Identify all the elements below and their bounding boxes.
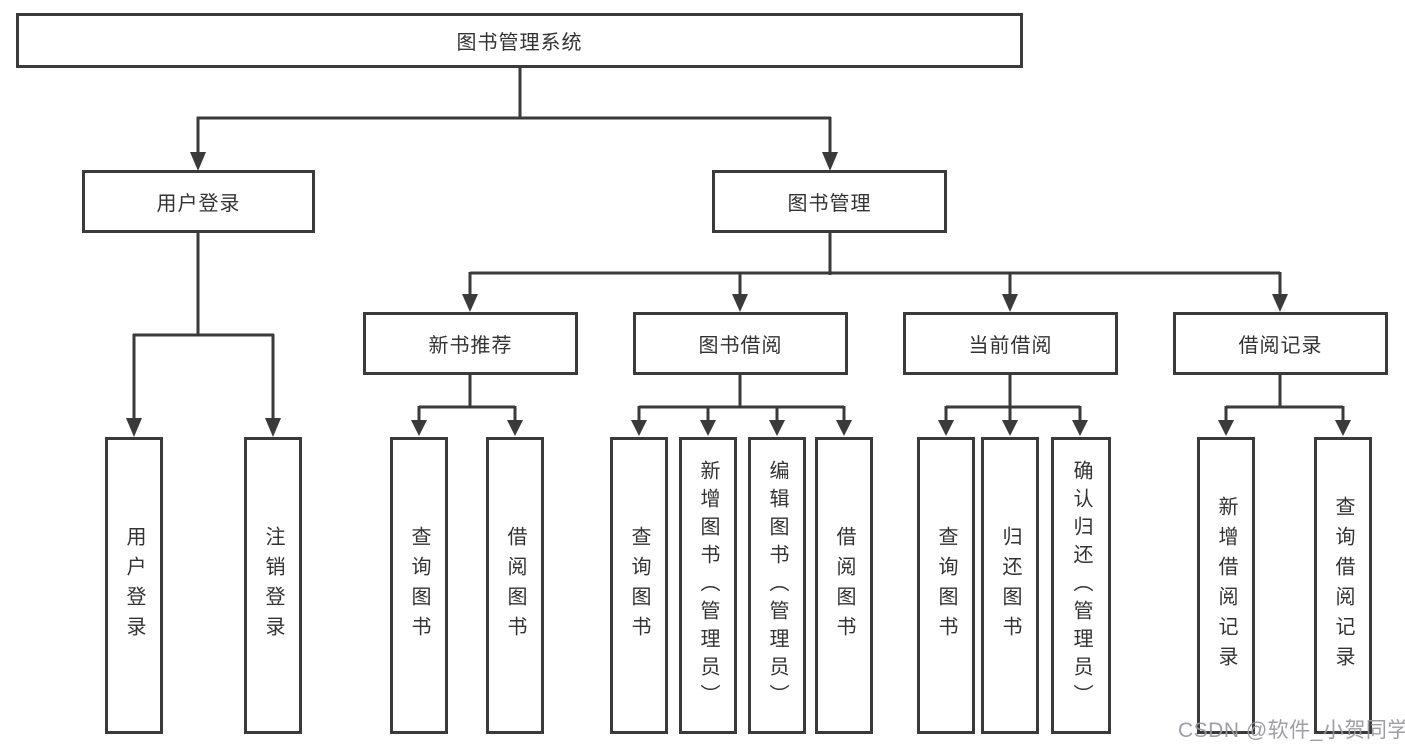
- node-borrowing-records: 借阅记录: [1173, 312, 1388, 375]
- leaf-query-borrow-record-label: 查询借阅记录: [1332, 495, 1354, 676]
- csdn-watermark: CSDN @软件_小贺同学: [1178, 719, 1405, 742]
- leaf-query-books-borrow-label: 查询图书: [628, 525, 650, 646]
- leaf-borrow-books-recommend-label: 借阅图书: [504, 525, 526, 646]
- node-book-borrowing: 图书借阅: [633, 312, 848, 375]
- leaf-logout: 注销登录: [244, 437, 302, 734]
- leaf-return-book-label: 归还图书: [999, 525, 1021, 646]
- leaf-borrow-books-recommend: 借阅图书: [486, 437, 544, 734]
- leaf-user-login: 用户登录: [105, 437, 163, 734]
- leaf-user-login-label: 用户登录: [123, 525, 145, 646]
- node-book-management: 图书管理: [712, 170, 947, 233]
- leaf-edit-book-admin: 编辑图书（管理员）: [748, 437, 806, 734]
- node-book-management-label: 图书管理: [787, 193, 872, 215]
- leaf-query-books-current: 查询图书: [917, 437, 975, 734]
- node-user-login: 用户登录: [82, 170, 315, 233]
- node-user-login-label: 用户登录: [156, 193, 241, 215]
- leaf-query-books-recommend: 查询图书: [390, 437, 448, 734]
- node-current-borrowing: 当前借阅: [903, 312, 1118, 375]
- leaf-query-books-borrow: 查询图书: [610, 437, 668, 734]
- node-new-book-recommend-label: 新书推荐: [428, 335, 513, 357]
- node-borrowing-records-label: 借阅记录: [1238, 335, 1323, 357]
- leaf-confirm-return-admin: 确认归还（管理员）: [1051, 437, 1111, 734]
- leaf-add-book-admin-label: 新增图书（管理员）: [697, 459, 719, 712]
- node-current-borrowing-label: 当前借阅: [968, 335, 1053, 357]
- node-root: 图书管理系统: [16, 13, 1023, 68]
- leaf-add-borrow-record-label: 新增借阅记录: [1215, 495, 1237, 676]
- leaf-logout-label: 注销登录: [262, 525, 284, 646]
- node-book-borrowing-label: 图书借阅: [698, 335, 783, 357]
- leaf-query-books-recommend-label: 查询图书: [408, 525, 430, 646]
- leaf-borrow-books-borrow: 借阅图书: [815, 437, 873, 734]
- node-new-book-recommend: 新书推荐: [363, 312, 578, 375]
- leaf-query-books-current-label: 查询图书: [935, 525, 957, 646]
- leaf-edit-book-admin-label: 编辑图书（管理员）: [766, 459, 788, 712]
- leaf-query-borrow-record: 查询借阅记录: [1314, 437, 1372, 734]
- leaf-add-borrow-record: 新增借阅记录: [1197, 437, 1255, 734]
- node-root-label: 图书管理系统: [456, 32, 583, 54]
- leaf-add-book-admin: 新增图书（管理员）: [679, 437, 737, 734]
- leaf-borrow-books-borrow-label: 借阅图书: [833, 525, 855, 646]
- arrowheads: [126, 152, 1351, 437]
- leaf-confirm-return-admin-label: 确认归还（管理员）: [1070, 459, 1092, 712]
- leaf-return-book: 归还图书: [981, 437, 1039, 734]
